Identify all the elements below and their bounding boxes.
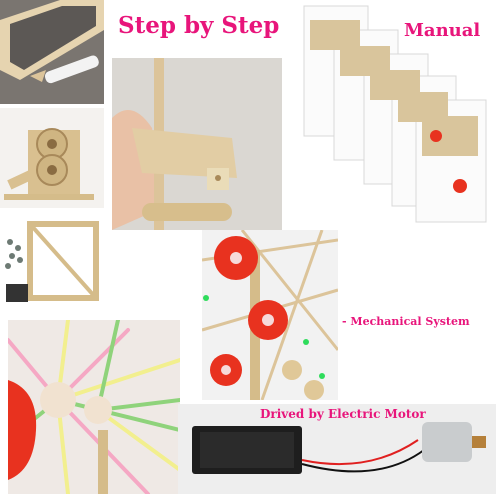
photo-frame-pen xyxy=(0,0,104,104)
photo-instruction-manual xyxy=(284,0,496,228)
caption-step-by-step: Step by Step xyxy=(118,12,280,39)
caption-manual: Manual xyxy=(404,20,481,41)
photo-electric-motor xyxy=(178,404,496,494)
photo-hand-assembly xyxy=(112,58,282,230)
caption-electric-motor: Drived by Electric Motor xyxy=(260,407,426,421)
photo-colored-wheel xyxy=(8,320,180,494)
photo-frame-bolts xyxy=(0,212,104,314)
caption-mechanical-system: - Mechanical System xyxy=(342,315,470,328)
photo-wooden-gears xyxy=(0,108,104,208)
photo-mechanical-system xyxy=(202,230,338,400)
